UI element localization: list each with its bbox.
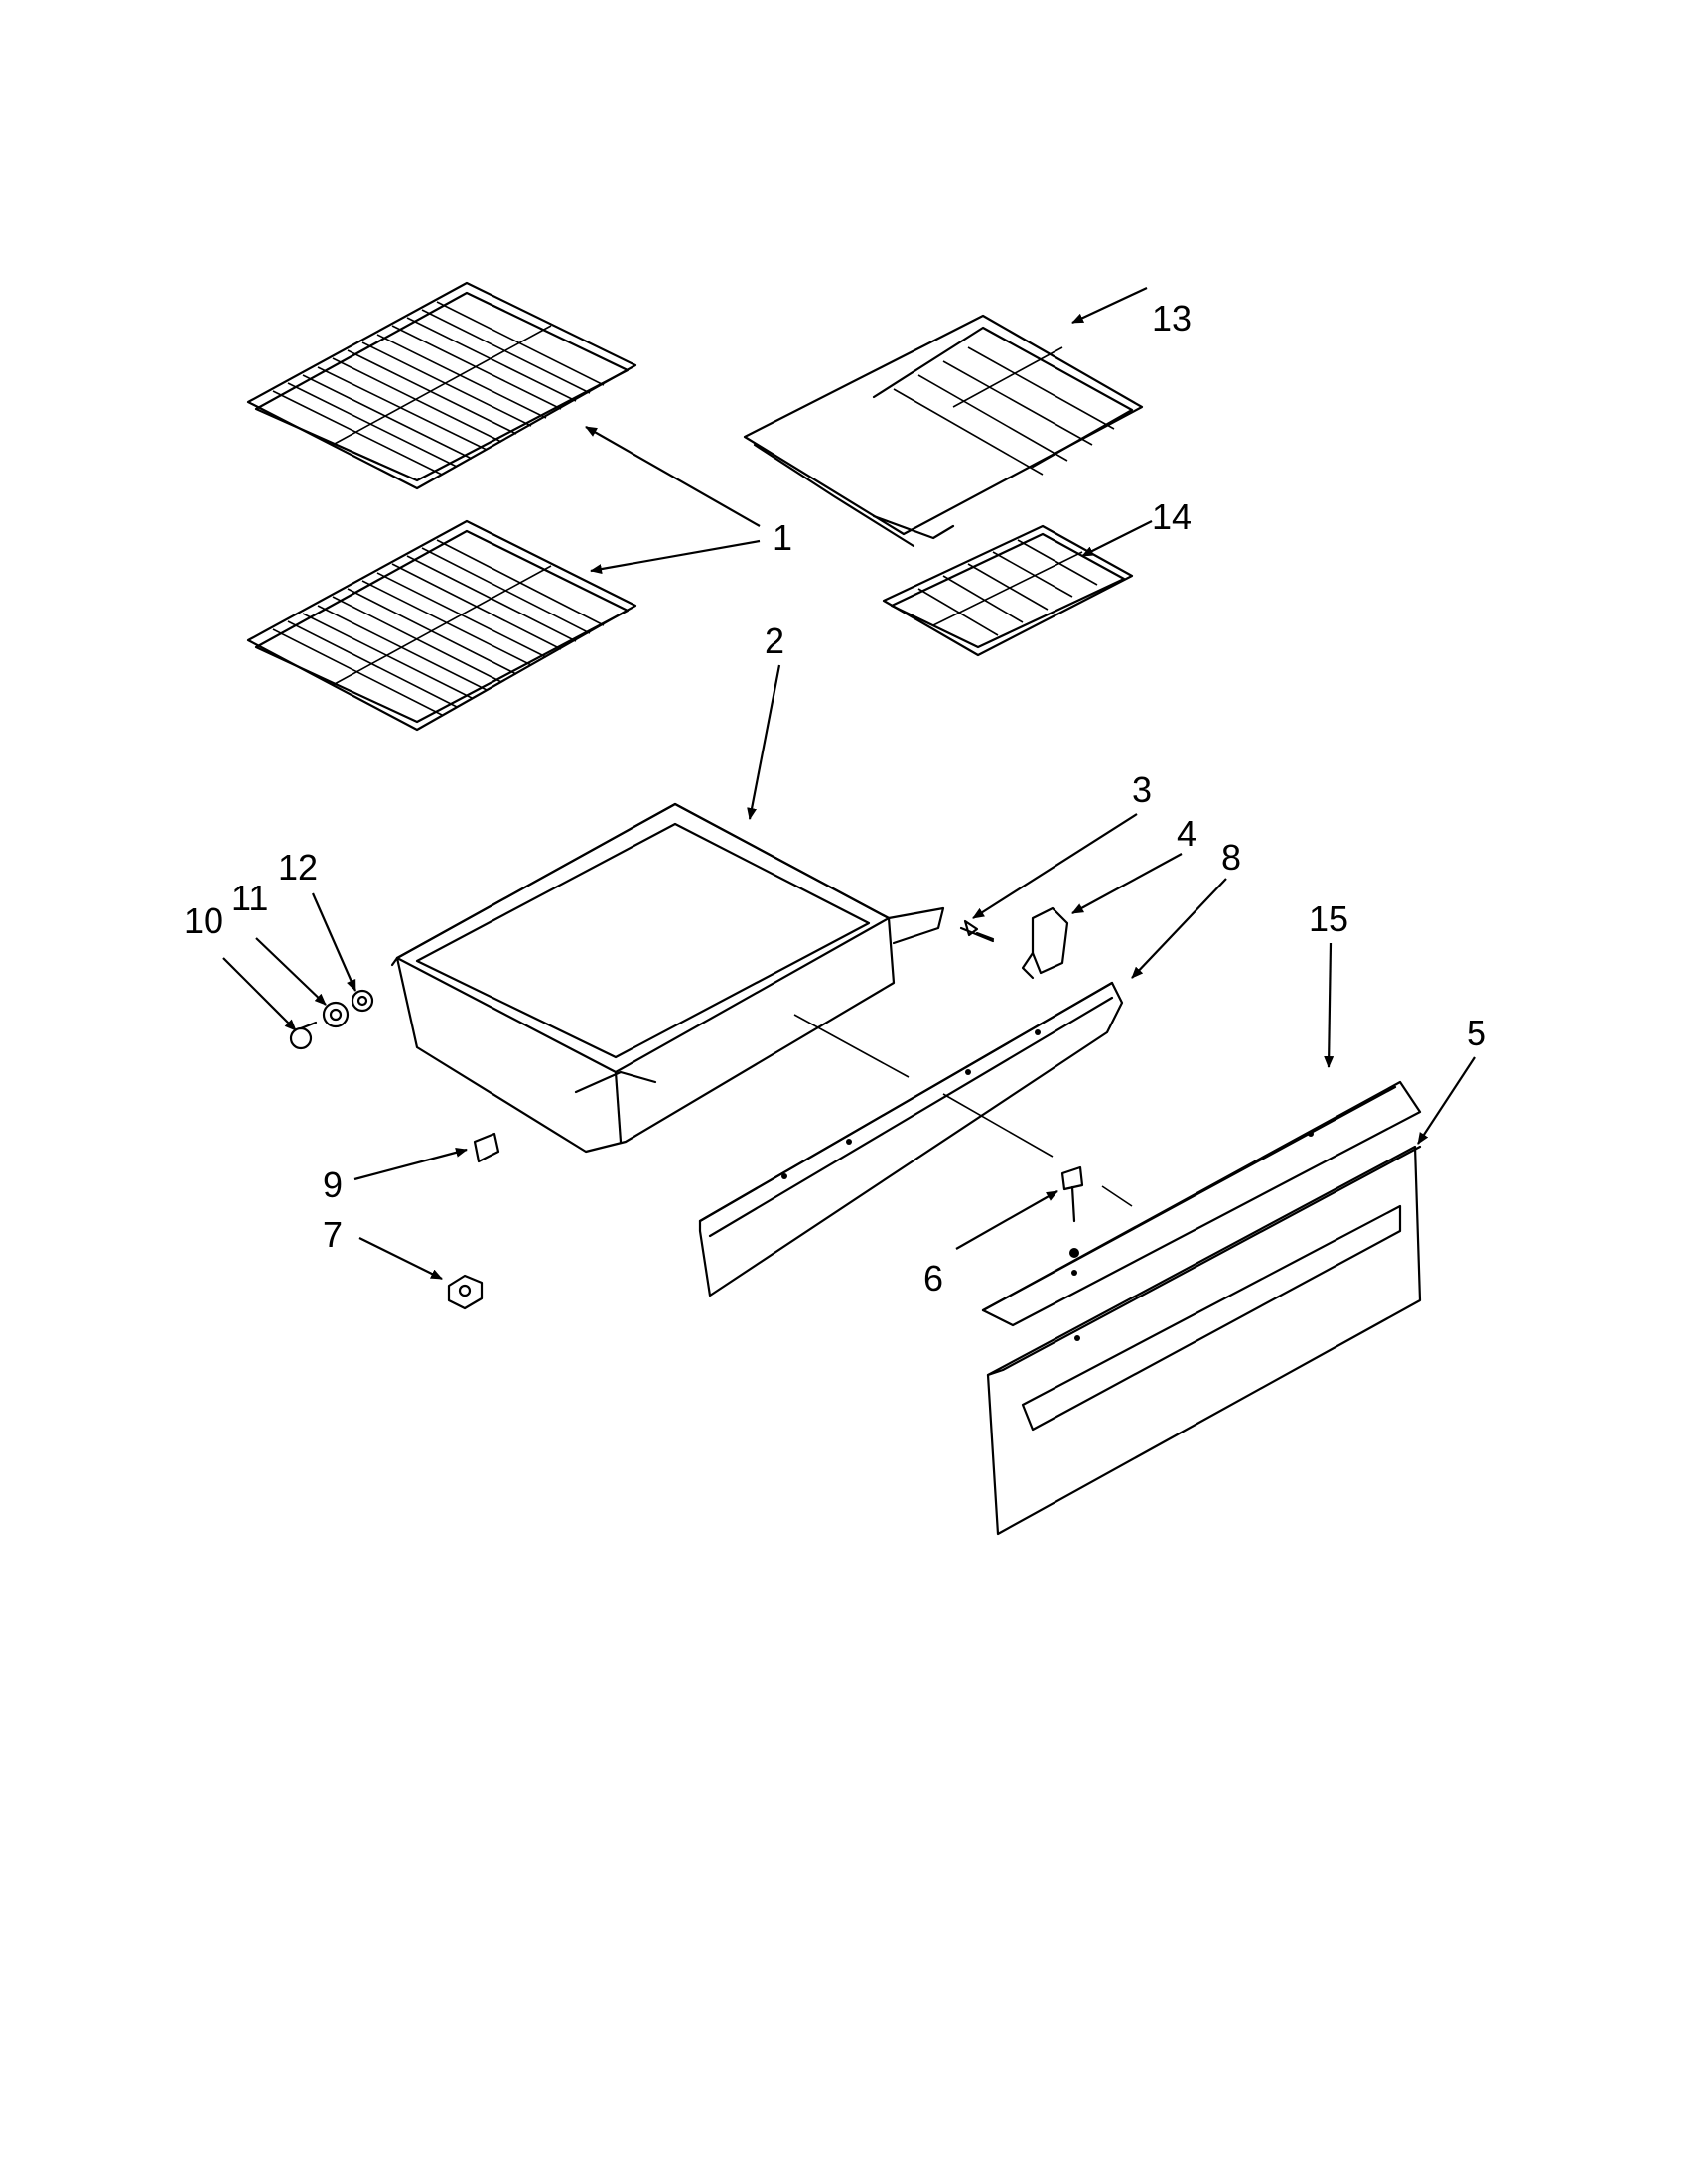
small-rack bbox=[882, 524, 1134, 657]
callout-4: 4 bbox=[1177, 813, 1196, 854]
sliding-rack bbox=[743, 314, 1144, 548]
callout-12: 12 bbox=[278, 847, 318, 887]
nut-part-7 bbox=[447, 1274, 484, 1310]
roller-assembly bbox=[289, 989, 374, 1050]
oven-rack-upper bbox=[246, 281, 637, 490]
callout-11: 11 bbox=[231, 878, 268, 918]
callout-7: 7 bbox=[323, 1214, 343, 1255]
callout-9: 9 bbox=[323, 1164, 343, 1205]
callout-3: 3 bbox=[1132, 769, 1152, 810]
callout-1: 1 bbox=[773, 517, 792, 558]
drawer-pan bbox=[390, 802, 945, 1154]
callout-labels: 1 2 3 4 5 6 7 8 9 10 11 12 13 14 15 bbox=[184, 298, 1486, 1298]
oven-rack-lower bbox=[246, 519, 637, 732]
drawer-front-bracket bbox=[981, 1080, 1422, 1327]
drawer-front-panel bbox=[986, 1145, 1422, 1536]
callout-2: 2 bbox=[765, 620, 784, 661]
clip-part-4 bbox=[1021, 906, 1069, 980]
leader-lines bbox=[222, 287, 1476, 1280]
callout-14: 14 bbox=[1152, 496, 1192, 537]
screw-part-3 bbox=[959, 919, 995, 943]
callout-5: 5 bbox=[1467, 1013, 1486, 1053]
callout-8: 8 bbox=[1221, 837, 1241, 878]
callout-13: 13 bbox=[1152, 298, 1192, 339]
callout-6: 6 bbox=[923, 1258, 943, 1298]
stop-block-part-9 bbox=[473, 1132, 500, 1163]
bolt-part-6 bbox=[1060, 1165, 1084, 1258]
callout-10: 10 bbox=[184, 900, 223, 941]
callout-15: 15 bbox=[1309, 898, 1348, 939]
alignment-lines bbox=[793, 1014, 1133, 1207]
drawer-rail bbox=[698, 981, 1124, 1297]
